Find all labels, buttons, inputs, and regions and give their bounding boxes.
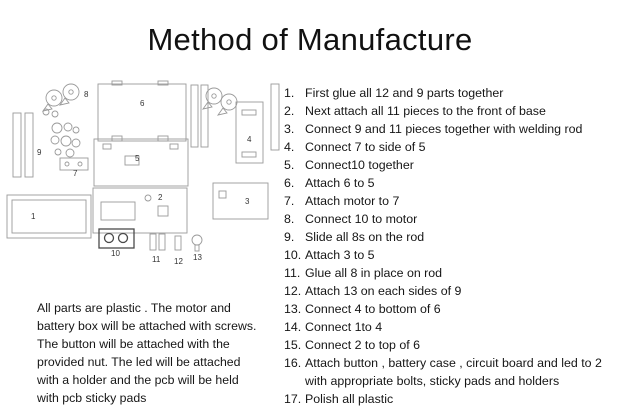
part-label-3: 3 <box>245 197 250 206</box>
step-item: 5. Connect10 together <box>284 156 618 174</box>
part-9-strip <box>24 112 34 178</box>
step-text: First glue all 12 and 9 parts together <box>305 86 504 100</box>
step-text: Attach button , battery case , circuit b… <box>305 356 602 388</box>
part-7-bracket <box>59 157 89 171</box>
strip <box>200 84 209 148</box>
step-number: 6. <box>284 176 295 190</box>
step-number: 1. <box>284 86 295 100</box>
step-text: Attach 3 to 5 <box>305 248 375 262</box>
step-text: Attach 13 on each sides of 9 <box>305 284 462 298</box>
step-text: Connect 7 to side of 5 <box>305 140 426 154</box>
part-label-8: 8 <box>84 90 89 99</box>
step-number: 14. <box>284 320 302 334</box>
step-item: 3. Connect 9 and 11 pieces together with … <box>284 120 618 138</box>
part-label-5: 5 <box>135 154 140 163</box>
part-label-1: 1 <box>31 212 36 221</box>
step-number: 7. <box>284 194 295 208</box>
part-12-piece <box>174 235 182 251</box>
part-13-piece <box>191 234 203 252</box>
part-label-13: 13 <box>193 253 202 262</box>
part-4-panel <box>235 101 264 164</box>
step-text: Glue all 8 in place on rod <box>305 266 443 280</box>
step-text: Attach 6 to 5 <box>305 176 375 190</box>
strip <box>190 84 199 148</box>
step-text: Connect 1to 4 <box>305 320 383 334</box>
part-label-6: 6 <box>140 99 145 108</box>
step-item: 10.Attach 3 to 5 <box>284 246 618 264</box>
part-3-panel <box>212 182 269 220</box>
step-number: 13. <box>284 302 302 316</box>
step-item: 4. Connect 7 to side of 5 <box>284 138 618 156</box>
step-number: 9. <box>284 230 295 244</box>
step-item: 2. Next attach all 11 pieces to the front… <box>284 102 618 120</box>
step-number: 11. <box>284 266 301 280</box>
step-item: 11. Glue all 8 in place on rod <box>284 264 618 282</box>
steps-list: 1. First glue all 12 and 9 parts together… <box>284 84 618 408</box>
step-item: 16.Attach button , battery case , circui… <box>284 354 618 390</box>
part-label-2: 2 <box>158 193 163 202</box>
washer-circles <box>42 108 81 158</box>
strip <box>270 83 280 151</box>
step-text: Connect 9 and 11 pieces together with we… <box>305 122 583 136</box>
step-item: 15.Connect 2 to top of 6 <box>284 336 618 354</box>
part-11-pieces <box>149 233 166 251</box>
step-number: 4. <box>284 140 295 154</box>
step-text: Slide all 8s on the rod <box>305 230 425 244</box>
part-label-11: 11 <box>152 255 161 264</box>
part-8-discs <box>41 83 80 112</box>
step-text: Connect 4 to bottom of 6 <box>305 302 441 316</box>
step-number: 12. <box>284 284 302 298</box>
part-label-9: 9 <box>37 148 42 157</box>
part-label-12: 12 <box>174 257 183 266</box>
parts-diagram: 8 6 9 7 5 4 3 1 2 10 11 12 13 <box>6 80 280 266</box>
step-item: 8. Connect 10 to motor <box>284 210 618 228</box>
part-2-panel <box>92 187 188 234</box>
step-item: 6. Attach 6 to 5 <box>284 174 618 192</box>
part-1-tray <box>6 194 92 239</box>
materials-note: All parts are plastic . The motor and ba… <box>37 301 257 405</box>
step-number: 2. <box>284 104 295 118</box>
part-label-4: 4 <box>247 135 252 144</box>
step-item: 13.Connect 4 to bottom of 6 <box>284 300 618 318</box>
part-10-block <box>98 228 135 249</box>
step-number: 17. <box>284 392 302 406</box>
step-item: 9. Slide all 8s on the rod <box>284 228 618 246</box>
part-label-10: 10 <box>111 249 120 258</box>
part-label-7: 7 <box>73 169 78 178</box>
step-item: 12.Attach 13 on each sides of 9 <box>284 282 618 300</box>
step-item: 7. Attach motor to 7 <box>284 192 618 210</box>
page-title: Method of Manufacture <box>147 22 473 57</box>
step-text: Connect10 together <box>305 158 414 172</box>
part-6-panel <box>97 80 187 142</box>
step-item: 1. First glue all 12 and 9 parts together <box>284 84 618 102</box>
step-text: Attach motor to 7 <box>305 194 400 208</box>
step-text: Connect 2 to top of 6 <box>305 338 421 352</box>
part-5-panel <box>93 138 189 187</box>
step-number: 5. <box>284 158 295 172</box>
part-9-strip <box>12 112 22 178</box>
step-item: 17.Polish all plastic <box>284 390 618 408</box>
step-text: Next attach all 11 pieces to the front o… <box>305 104 546 118</box>
step-text: Polish all plastic <box>305 392 394 406</box>
step-number: 8. <box>284 212 295 226</box>
step-item: 14.Connect 1to 4 <box>284 318 618 336</box>
step-number: 10. <box>284 248 302 262</box>
step-number: 15. <box>284 338 302 352</box>
step-number: 16. <box>284 356 302 370</box>
step-number: 3. <box>284 122 295 136</box>
step-text: Connect 10 to motor <box>305 212 418 226</box>
